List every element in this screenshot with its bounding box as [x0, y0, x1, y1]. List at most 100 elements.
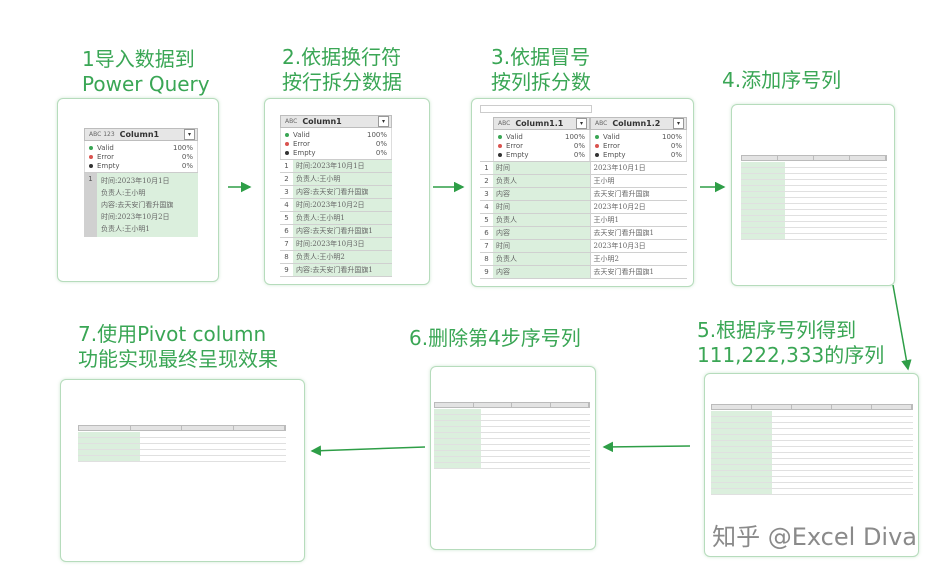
row-number: 1: [284, 162, 289, 170]
mini-cell: [78, 456, 141, 461]
step-4-panel: [731, 104, 895, 286]
mini-row: [711, 429, 913, 435]
arrow-4-to-5: [892, 284, 912, 371]
column-header[interactable]: ABC Column1.1 ▾: [493, 117, 590, 130]
valid-dot-icon: [595, 134, 599, 139]
chevron-down-icon[interactable]: ▾: [576, 118, 587, 129]
valid-label: Valid: [506, 132, 523, 141]
mini-row: [741, 210, 887, 216]
chevron-down-icon[interactable]: ▾: [184, 129, 195, 140]
mini-row: [741, 162, 887, 168]
chevron-down-icon[interactable]: ▾: [378, 116, 389, 127]
step-2-title: 2.依据换行符 按行拆分数据: [282, 45, 402, 95]
error-dot-icon: [498, 143, 502, 148]
step-7-panel: [60, 379, 305, 562]
mini-row: [434, 445, 590, 451]
mini-row: [741, 192, 887, 198]
arrow-6-to-7: [310, 445, 426, 456]
row-number: 1: [484, 164, 489, 172]
mini-cell: [711, 483, 772, 488]
mini-cell: [741, 186, 785, 191]
step-7-mini-table: [78, 425, 286, 462]
mini-cell: [711, 447, 772, 452]
mini-header-cell: [712, 405, 752, 409]
row-number: 3: [284, 188, 289, 196]
table-cell: 负责人:王小明: [293, 173, 392, 185]
row-number: 2: [284, 175, 289, 183]
mini-header-cell: [182, 426, 234, 430]
mini-cell: [481, 451, 590, 456]
table-cell: 内容:去天安门看升国旗1: [293, 264, 392, 276]
row-number: 5: [484, 216, 489, 224]
empty-dot-icon: [498, 152, 502, 157]
mini-row: [711, 465, 913, 471]
step-4-title: 4.添加序号列: [722, 68, 841, 93]
mini-row: [78, 432, 286, 438]
mini-cell: [711, 453, 772, 458]
error-label: Error: [293, 139, 311, 148]
row-number: 2: [484, 177, 489, 185]
table-cell: 内容:去天安门看升国旗: [293, 186, 392, 198]
mini-cell: [434, 451, 481, 456]
column-header[interactable]: ABC Column1 ▾: [280, 115, 392, 128]
table-row: 2 负责人:王小明: [280, 173, 392, 186]
table-cell: 时间: [493, 240, 590, 252]
error-dot-icon: [595, 143, 599, 148]
mini-cell: [772, 483, 913, 488]
step-4-title-line1: 4.添加序号列: [722, 68, 842, 92]
mini-header-cell: [850, 156, 886, 160]
mini-cell: [711, 477, 772, 482]
empty-pct: 0%: [573, 150, 585, 159]
column-header[interactable]: ABC 123 Column1 ▾: [84, 128, 198, 141]
mini-cell: [772, 411, 913, 416]
mini-cell: [772, 465, 913, 470]
mini-cell: [772, 477, 913, 482]
mini-header-cell: [131, 426, 182, 430]
error-pct: 0%: [181, 152, 193, 161]
mini-row: [434, 451, 590, 457]
mini-cell: [785, 192, 887, 197]
mini-cell: [741, 210, 785, 215]
mini-header: [711, 404, 913, 410]
mini-row: [741, 174, 887, 180]
valid-dot-icon: [285, 132, 289, 137]
mini-cell: [481, 427, 590, 432]
mini-cell: [481, 433, 590, 438]
empty-pct: 0%: [670, 150, 682, 159]
chevron-down-icon[interactable]: ▾: [673, 118, 684, 129]
step-6-title: 6.删除第4步序号列: [409, 326, 581, 351]
mini-cell: [785, 180, 887, 185]
valid-pct: 100%: [564, 132, 585, 141]
step-3-title: 3.依据冒号 按列拆分数: [491, 45, 591, 95]
mini-row: [434, 433, 590, 439]
mini-cell: [741, 234, 785, 239]
column-header[interactable]: ABC Column1.2 ▾: [590, 117, 687, 130]
mini-row: [741, 234, 887, 240]
table-cell: 负责人: [493, 253, 590, 265]
error-pct: 0%: [670, 141, 682, 150]
step-2-title-line1: 2.依据换行符: [282, 45, 402, 69]
mini-cell: [785, 216, 887, 221]
step-3-title-line1: 3.依据冒号: [491, 45, 591, 69]
empty-pct: 0%: [181, 161, 193, 170]
mini-cell: [481, 415, 590, 420]
mini-cell: [78, 438, 141, 443]
step-5-title: 5.根据序号列得到 111,222,333的序列: [697, 318, 884, 368]
mini-header-cell: [79, 426, 131, 430]
cell-line: 负责人:王小明: [101, 189, 146, 197]
row-number: 1: [84, 173, 97, 237]
mini-cell: [741, 198, 785, 203]
table-cell: 负责人: [493, 175, 590, 187]
cell-line: 时间:2023年10月1日: [101, 177, 170, 185]
error-pct: 0%: [375, 139, 387, 148]
